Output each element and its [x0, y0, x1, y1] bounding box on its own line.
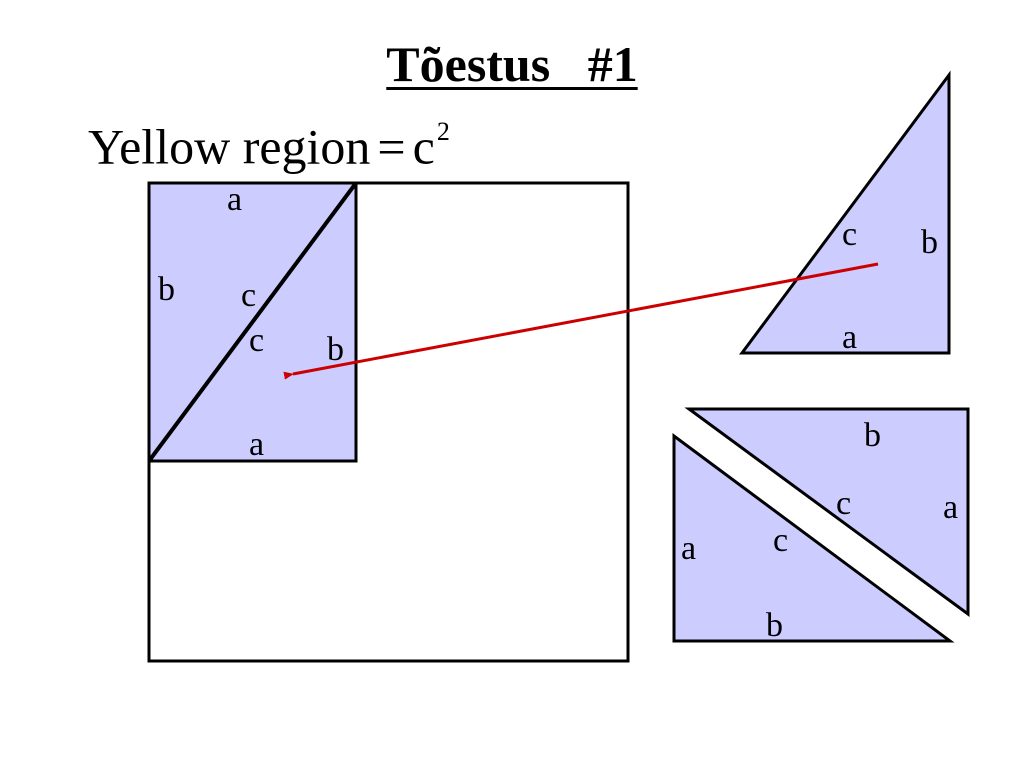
lower-right-lower-triangle-outline — [672, 433, 955, 643]
lower-upper-label-top: b — [864, 417, 881, 454]
left-rect-label-top: a — [227, 181, 242, 218]
left-rect-label-bottom: a — [249, 426, 264, 463]
left-rectangle-diagonal — [147, 181, 358, 463]
lower-lower-label-bottom: b — [766, 607, 783, 644]
formula-exponent: 2 — [436, 117, 450, 146]
left-rect-label-right: b — [327, 331, 344, 368]
lower-lower-label-hyp: c — [773, 522, 788, 559]
lower-upper-label-hyp: c — [836, 485, 851, 522]
area-formula: Yellow region=c2 — [88, 108, 450, 177]
formula-equals: = — [377, 118, 406, 175]
formula-prefix: Yellow region — [88, 118, 371, 175]
move-arrow — [283, 262, 879, 380]
slide-title: Tõestus #1 — [386, 36, 638, 92]
formula-variable: c — [412, 118, 435, 175]
left-rect-label-left: b — [158, 271, 175, 308]
lower-lower-label-left: a — [681, 530, 696, 567]
upper-triangle-label-base: a — [842, 319, 857, 356]
left-rect-label-hyp-lower: c — [249, 322, 264, 359]
left-rect-label-hyp-upper: c — [241, 277, 256, 314]
upper-triangle-label-hyp: c — [842, 216, 857, 253]
left-rectangle-outline — [147, 181, 358, 463]
upper-right-triangle-outline — [739, 70, 951, 355]
lower-right-upper-triangle-outline — [684, 407, 970, 617]
lower-upper-label-right: a — [943, 489, 958, 526]
upper-triangle-label-vertical: b — [921, 224, 938, 261]
